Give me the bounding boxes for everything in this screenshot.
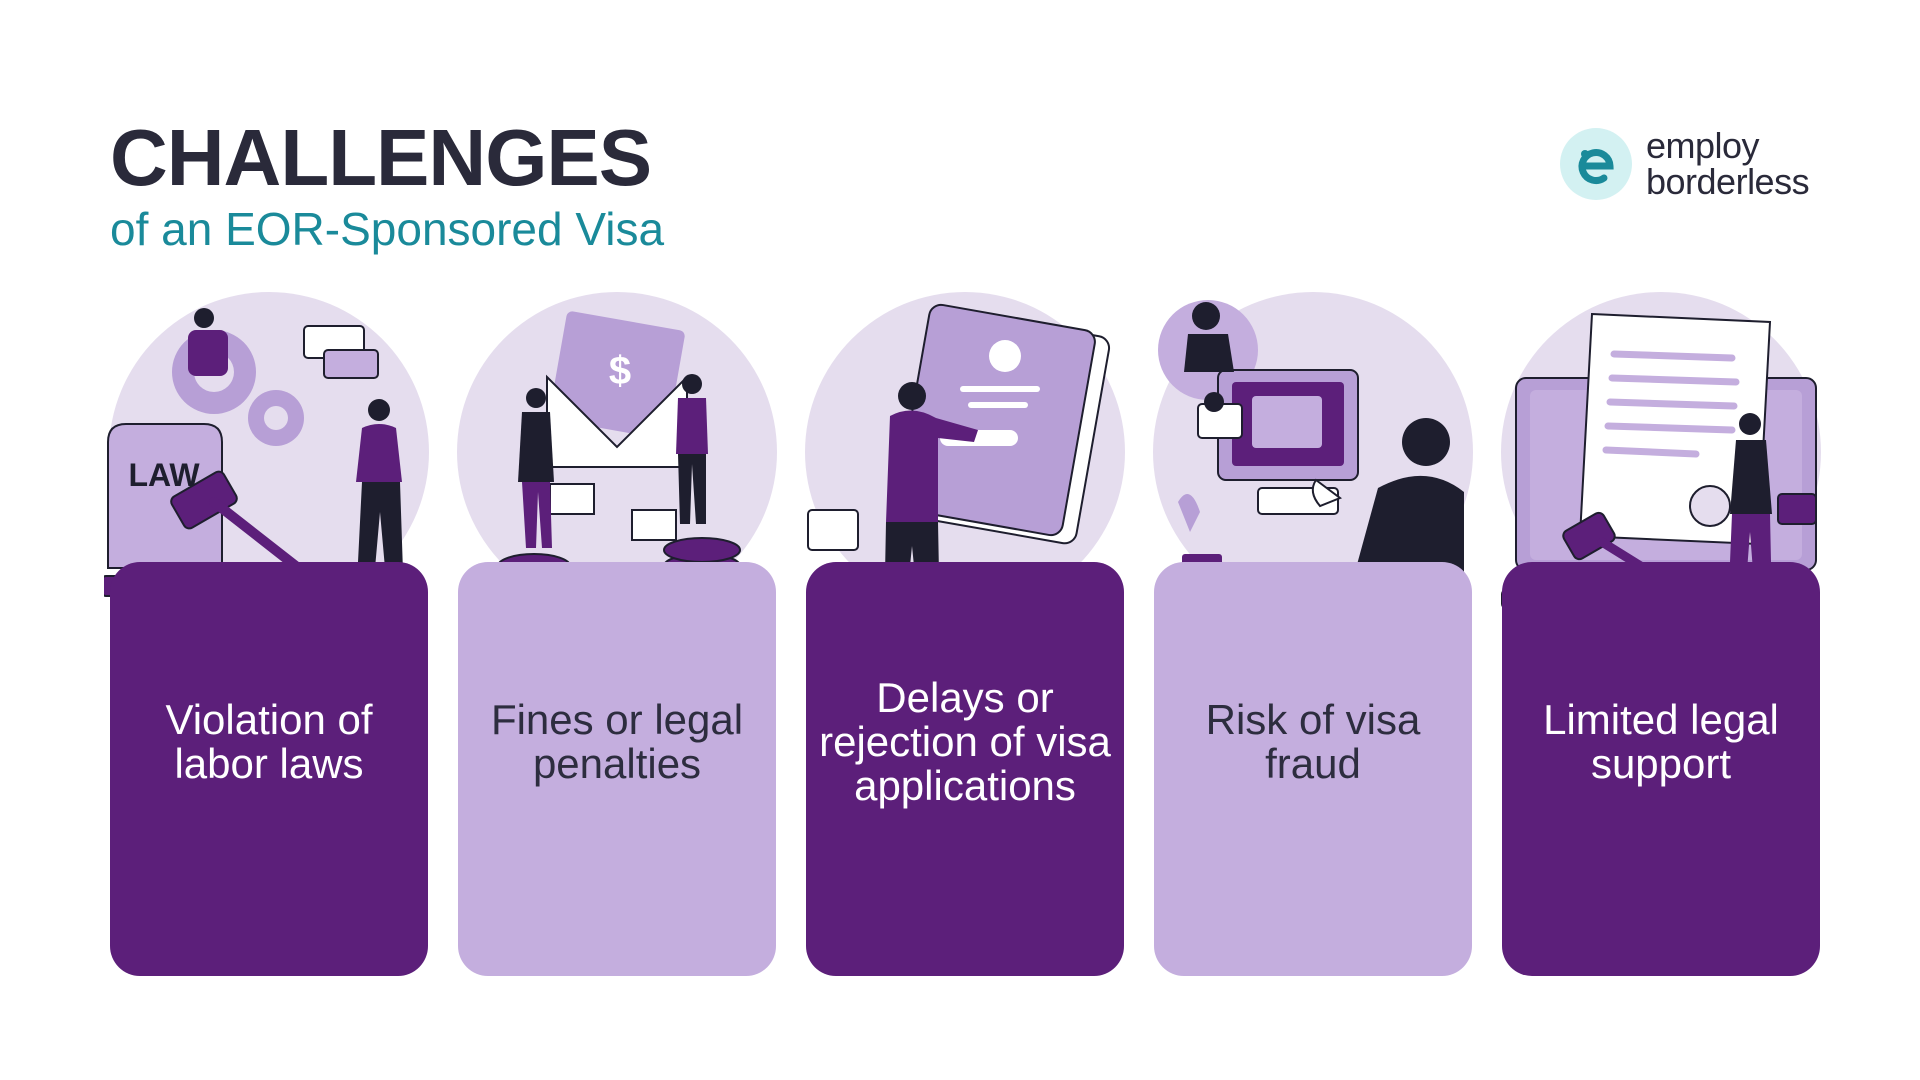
money-envelope-icon: $ [457,292,777,612]
challenge-card-fraud: Risk of visa fraud [1154,562,1472,976]
logo-e-icon [1560,128,1632,200]
card-label: Limited legal support [1543,696,1779,787]
card-label: Delays or rejection of visa applications [819,674,1111,809]
brand-logo[interactable]: employ borderless [1560,128,1824,200]
tablet-profile-icon [805,292,1125,626]
challenge-card-fines: Fines or legal penalties [458,562,776,976]
svg-text:$: $ [609,349,631,393]
document-gavel-icon [1501,292,1821,619]
card-label: Fines or legal penalties [490,696,744,787]
page-title: CHALLENGES [110,113,652,202]
page-subtitle: of an EOR-Sponsored Visa [110,203,665,255]
card-label: Risk of visa fraud [1205,696,1421,787]
card-label: Violation of labor laws [165,696,373,787]
challenge-card-labor-laws: Violation of labor laws [110,562,428,976]
logo-wordmark: employ borderless [1646,125,1810,202]
challenge-card-delays: Delays or rejection of visa applications [806,562,1124,976]
law-sign-text: LAW [128,457,200,493]
challenge-card-legal-support: Limited legal support [1502,562,1820,976]
